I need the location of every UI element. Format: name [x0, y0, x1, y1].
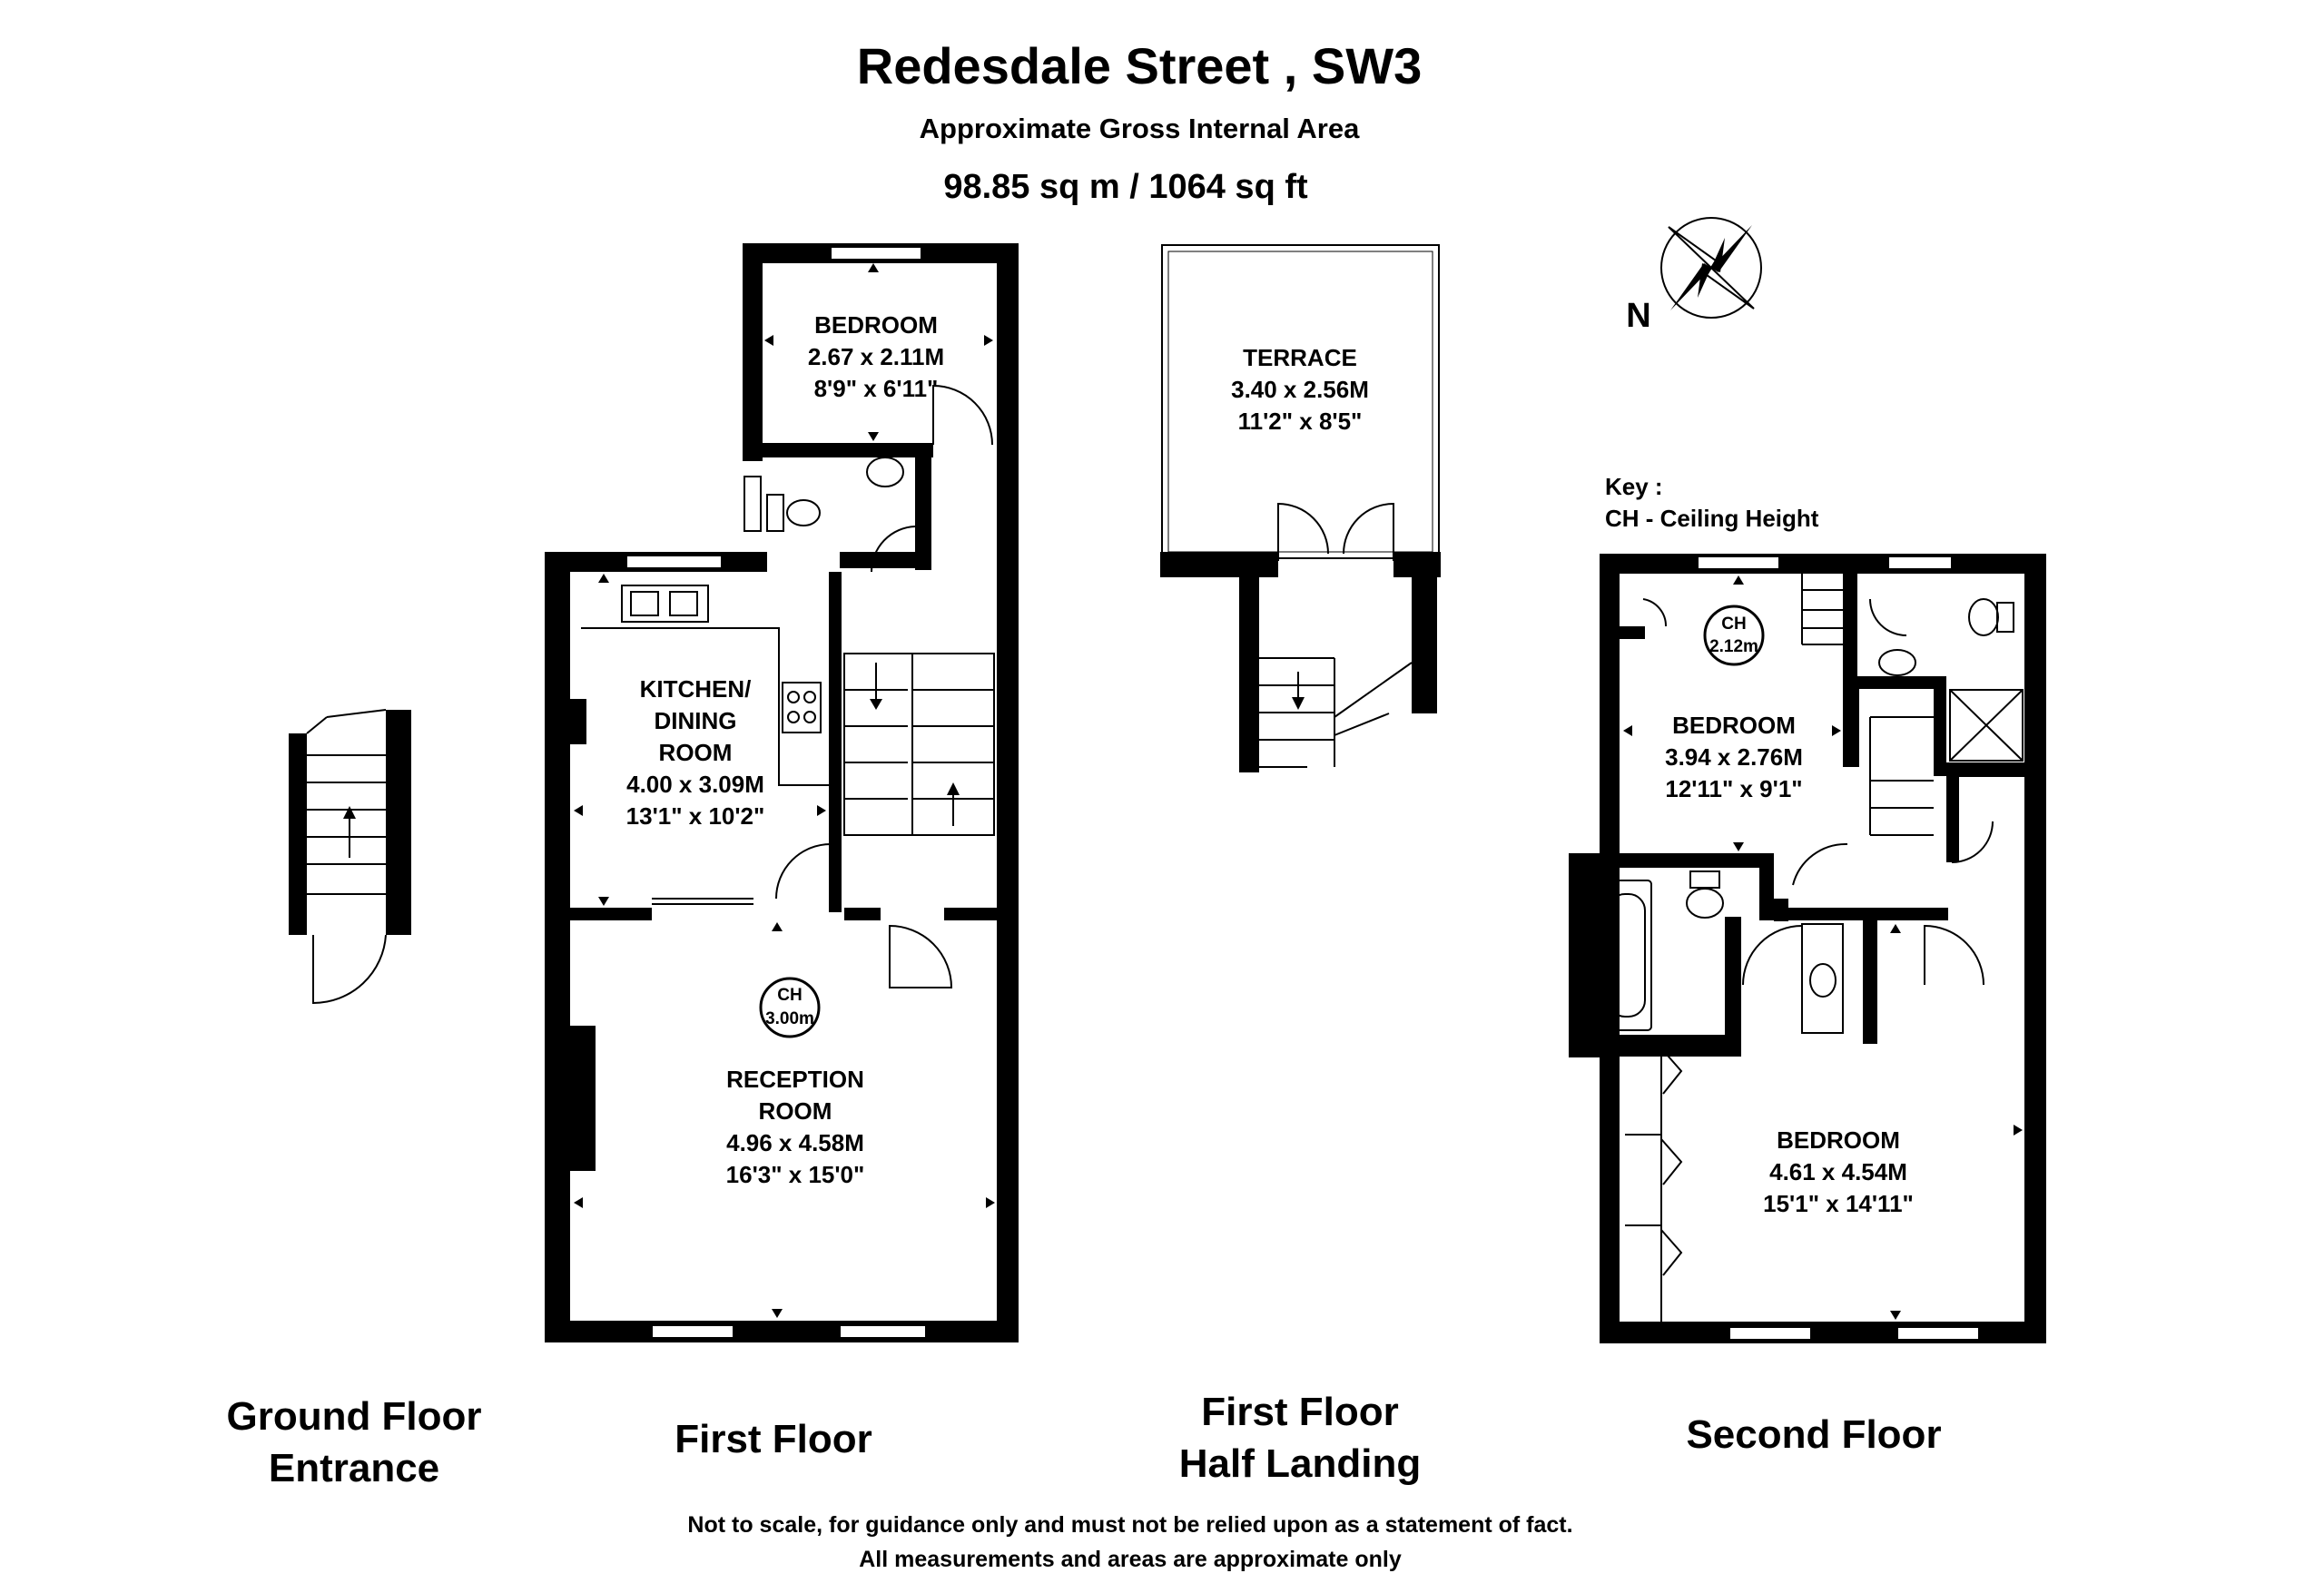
reception-ch-label: CH [777, 986, 802, 1005]
kitchen-metric: 4.00 x 3.09M [626, 771, 764, 798]
disclaimer-line-2: All measurements and areas are approxima… [859, 1547, 1402, 1572]
ground-floor-label-1: Ground Floor [226, 1394, 481, 1439]
ff-bedroom-metric: 2.67 x 2.11M [808, 343, 944, 370]
second-floor-label: Second Floor [1686, 1412, 1941, 1457]
half-landing-label-1: First Floor [1201, 1390, 1399, 1434]
ground-floor-label-2: Entrance [269, 1446, 439, 1490]
key-title: Key : [1605, 473, 1663, 500]
reception-ch-value: 3.00m [765, 1009, 814, 1028]
kitchen-name-1: KITCHEN/ [640, 675, 752, 703]
plan-subtitle: Approximate Gross Internal Area [920, 113, 1360, 144]
terrace-imperial: 11'2" x 8'5" [1238, 408, 1363, 435]
sf-bedroom-1-ch-label: CH [1721, 615, 1746, 634]
key-entry: CH - Ceiling Height [1605, 505, 1819, 532]
sf-bedroom-1-metric: 3.94 x 2.76M [1665, 743, 1803, 771]
kitchen-imperial: 13'1" x 10'2" [626, 802, 765, 830]
reception-imperial: 16'3" x 15'0" [726, 1161, 865, 1188]
compass-icon [1660, 217, 1762, 319]
ff-bedroom-imperial: 8'9" x 6'11" [814, 375, 939, 402]
terrace-metric: 3.40 x 2.56M [1231, 376, 1369, 403]
gross-area: 98.85 sq m / 1064 sq ft [943, 168, 1308, 206]
reception-name-2: ROOM [759, 1097, 832, 1125]
sf-bedroom-1-ch-value: 2.12m [1709, 637, 1758, 656]
first-floor-plan [545, 243, 1019, 1342]
kitchen-name-2: DINING [655, 707, 737, 734]
sf-bedroom-1-name: BEDROOM [1672, 712, 1796, 739]
sf-bedroom-1-imperial: 12'11" x 9'1" [1665, 775, 1802, 802]
sf-bedroom-2-name: BEDROOM [1777, 1126, 1900, 1154]
reception-metric: 4.96 x 4.58M [726, 1129, 864, 1156]
reception-name-1: RECEPTION [726, 1066, 864, 1093]
terrace-name: TERRACE [1243, 344, 1357, 371]
sf-bedroom-2-imperial: 15'1" x 14'11" [1763, 1190, 1914, 1217]
second-floor-plan [1569, 554, 2046, 1343]
kitchen-name-3: ROOM [659, 739, 733, 766]
half-landing-plan [1160, 244, 1441, 772]
ground-floor-entrance-plan [289, 709, 411, 1005]
sf-bedroom-2-metric: 4.61 x 4.54M [1769, 1158, 1907, 1185]
half-landing-label-2: Half Landing [1179, 1441, 1421, 1486]
first-floor-label: First Floor [675, 1417, 872, 1461]
ff-bedroom-name: BEDROOM [814, 311, 938, 339]
north-label: N [1626, 297, 1650, 335]
plan-title: Redesdale Street , SW3 [857, 37, 1422, 94]
disclaimer-line-1: Not to scale, for guidance only and must… [687, 1512, 1572, 1538]
